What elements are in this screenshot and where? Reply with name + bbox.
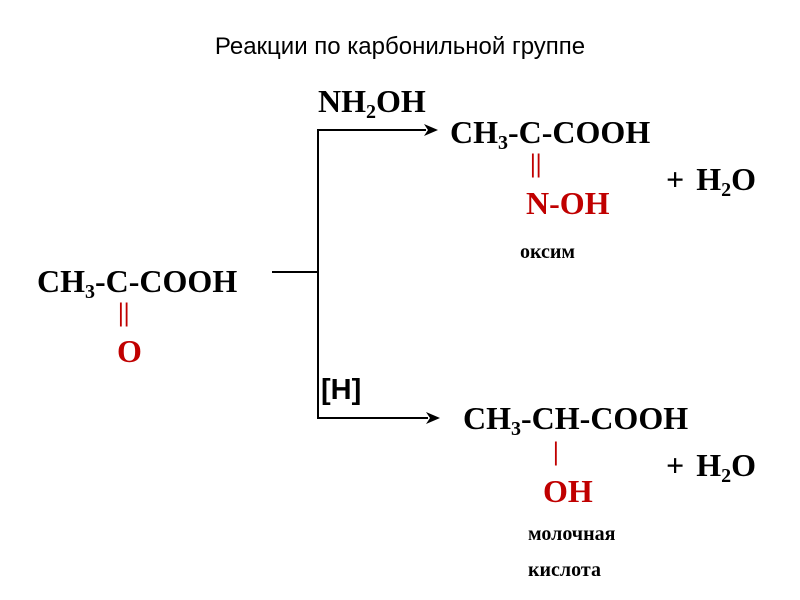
product-bottom-single-bond: |: [553, 437, 559, 466]
product-top-double-bond: ||: [530, 149, 542, 178]
slide-title: Реакции по карбонильной группе: [214, 33, 586, 60]
reactant-double-bond: ||: [118, 298, 130, 327]
product-top-name: оксим: [520, 241, 576, 263]
arrow-bottom-head: [426, 412, 440, 424]
reagent-hydrogen: [H]: [321, 374, 362, 406]
product-bottom-name-line1: молочная: [528, 523, 616, 545]
reactant-carbonyl-oxygen: O: [117, 333, 142, 369]
product-bottom-name-line2: кислота: [528, 559, 601, 581]
product-bottom-hydroxyl-group: OH: [543, 473, 593, 509]
arrow-top-head: [424, 124, 438, 136]
byproduct-bottom-water: +H2O: [666, 447, 757, 487]
byproduct-top-water: +H2O: [666, 161, 757, 201]
product-top-formula: CH3-C-COOH: [450, 114, 651, 154]
product-top-oxime-group: N-OH: [526, 185, 610, 221]
reagent-hydroxylamine: NH2OH: [318, 83, 426, 123]
reactant-formula: CH3-C-COOH: [37, 263, 238, 303]
product-bottom-formula: CH3-CH-COOH: [463, 400, 689, 440]
